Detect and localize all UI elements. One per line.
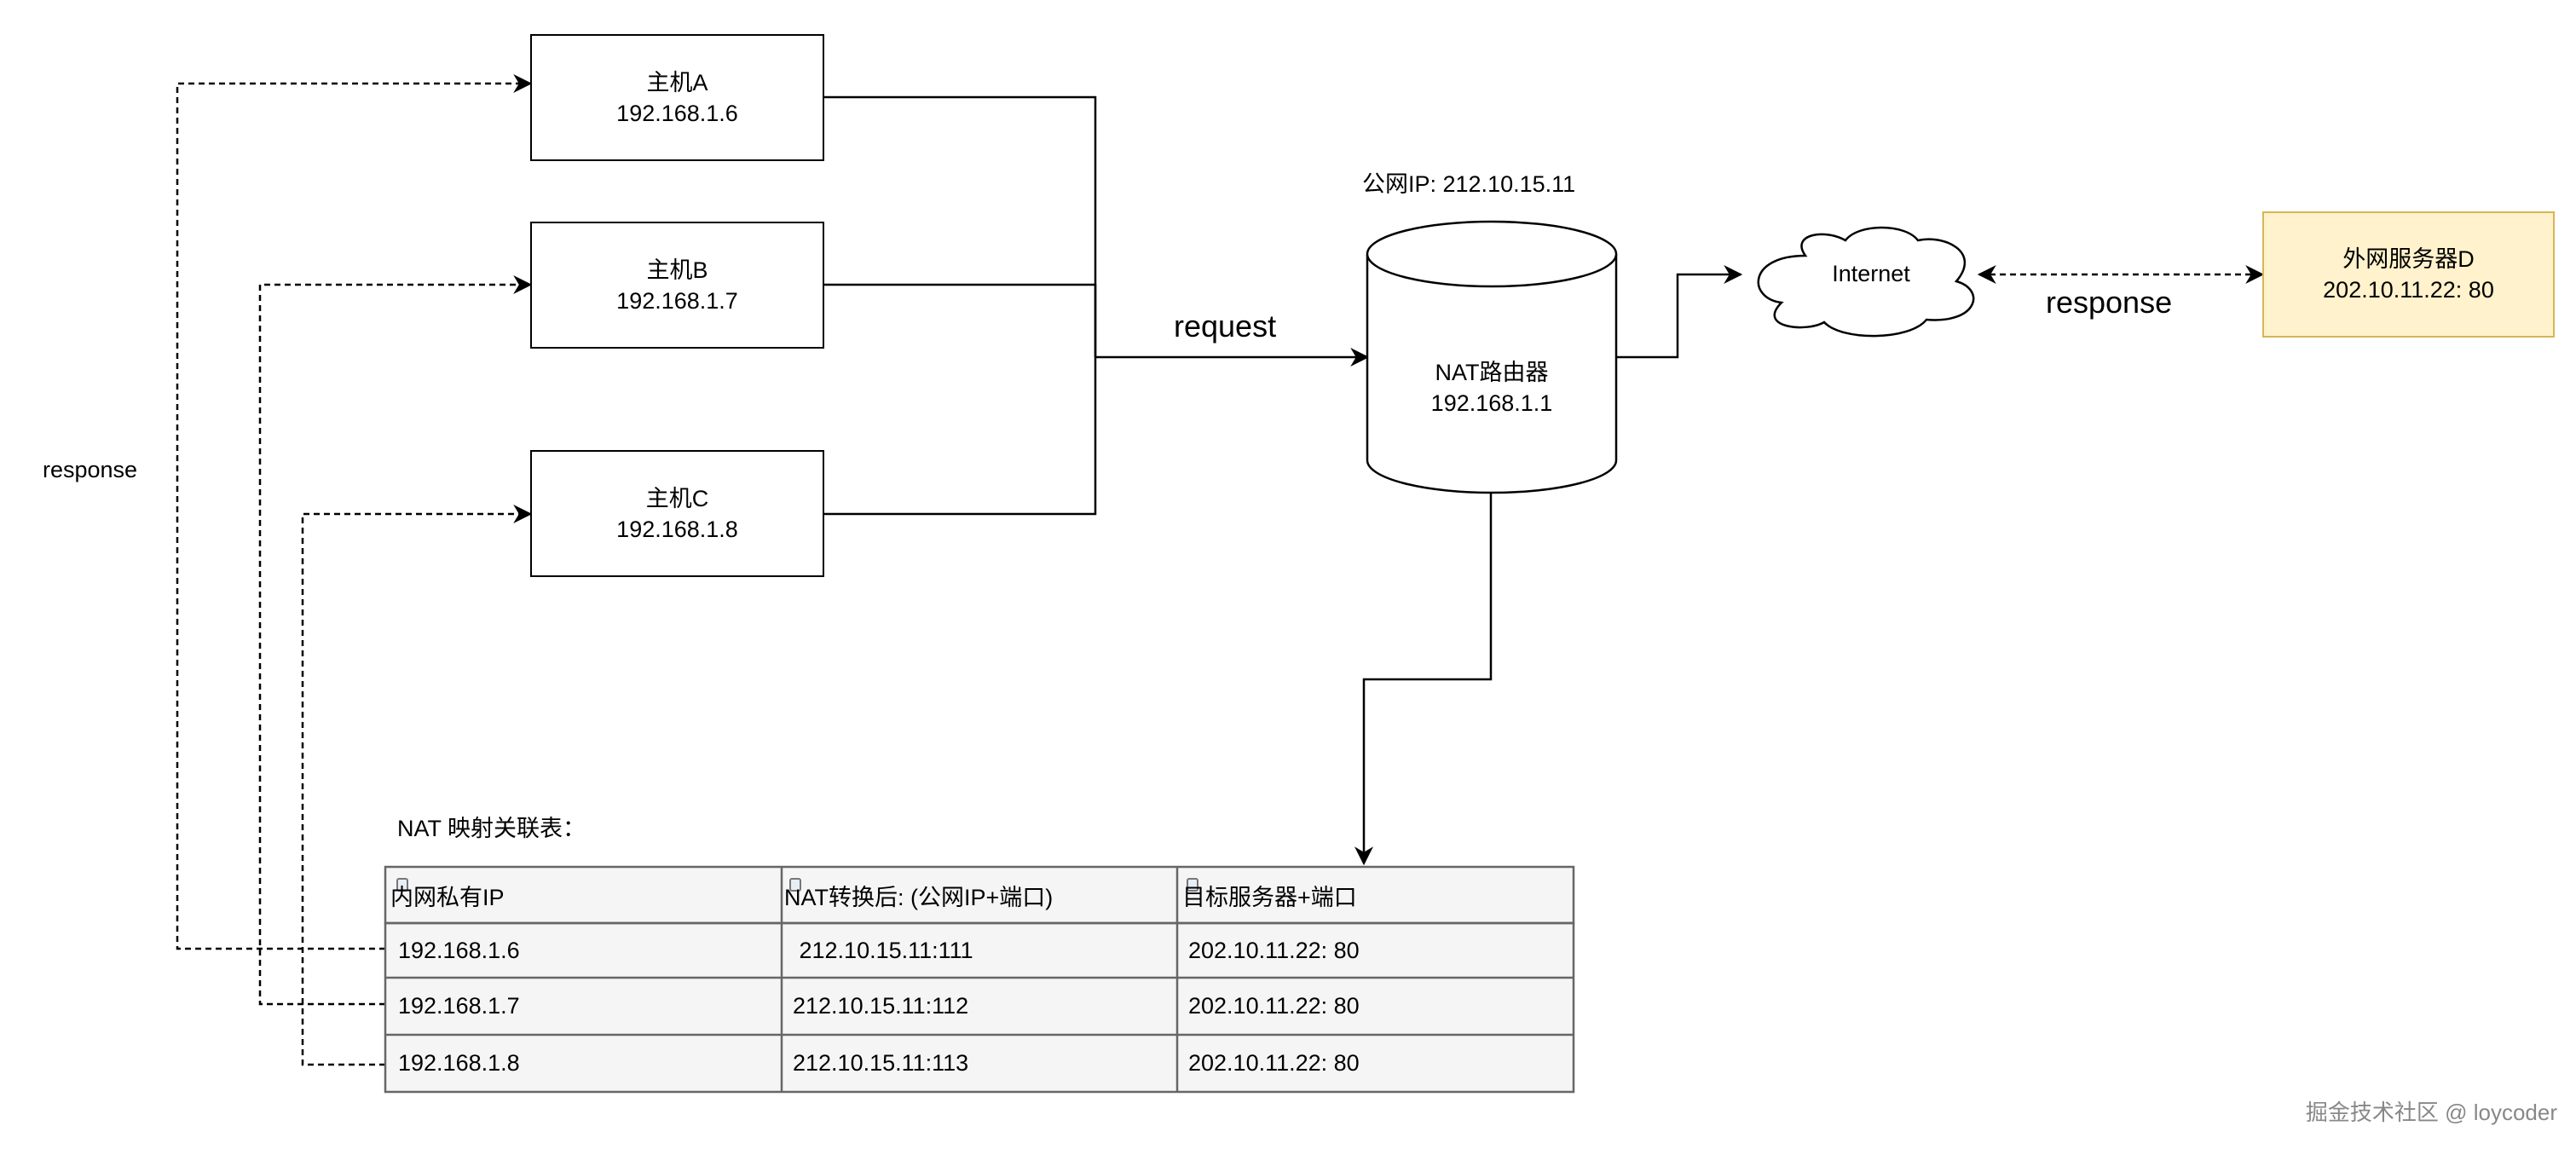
host-c-ip: 192.168.1.8 xyxy=(616,516,738,542)
host-a[interactable]: 主机A 192.168.1.6 xyxy=(530,34,824,161)
response-label-right: response xyxy=(2046,285,2173,320)
request-label: request xyxy=(1174,309,1277,344)
edge-response-row2-to-host-b xyxy=(258,275,533,1006)
external-server-d[interactable]: 外网服务器D 202.10.11.22: 80 xyxy=(2262,211,2555,338)
request-edges xyxy=(824,95,1743,866)
table-cell: 192.168.1.7 xyxy=(398,993,520,1019)
server-address: 202.10.11.22: 80 xyxy=(2323,277,2494,303)
header-cell-icon xyxy=(396,878,408,892)
server-name: 外网服务器D xyxy=(2342,246,2475,272)
table-cell: 212.10.15.11:112 xyxy=(793,993,969,1019)
host-b[interactable]: 主机B 192.168.1.7 xyxy=(530,222,824,349)
edge-host-b-to-router xyxy=(824,283,1097,357)
internet-cloud xyxy=(1757,226,1975,338)
table-cell: 202.10.11.22: 80 xyxy=(1188,1050,1360,1076)
nat-router-cylinder xyxy=(1366,220,1618,494)
response-edges xyxy=(176,74,2265,1066)
table-header-nat-translated: NAT转换后: (公网IP+端口) xyxy=(784,884,1054,910)
host-b-ip: 192.168.1.7 xyxy=(616,287,738,314)
host-a-ip: 192.168.1.6 xyxy=(616,100,738,126)
table-cell: 192.168.1.6 xyxy=(398,937,520,963)
edge-router-to-table xyxy=(1354,493,1493,866)
table-header-target-server: 目标服务器+端口 xyxy=(1182,884,1357,910)
router-label: NAT路由器 xyxy=(1435,360,1549,385)
table-cell: 202.10.11.22: 80 xyxy=(1188,993,1360,1019)
header-cell-icon xyxy=(789,878,801,892)
host-a-name: 主机A xyxy=(646,69,708,95)
edge-response-row1-to-host-a xyxy=(176,74,533,950)
response-label-left: response xyxy=(43,457,138,482)
host-b-name: 主机B xyxy=(646,257,708,283)
edge-response-row3-to-host-c xyxy=(301,505,533,1066)
host-c-name: 主机C xyxy=(645,485,709,511)
edge-host-c-to-router xyxy=(824,357,1097,516)
internet-label: Internet xyxy=(1832,261,1910,286)
host-c[interactable]: 主机C 192.168.1.8 xyxy=(530,450,824,577)
table-header-private-ip: 内网私有IP xyxy=(390,884,505,910)
router-ip: 192.168.1.1 xyxy=(1430,390,1553,416)
table-cell: 212.10.15.11:113 xyxy=(793,1050,969,1076)
header-cell-icon xyxy=(1187,878,1198,892)
nat-router[interactable]: NAT路由器 192.168.1.1 xyxy=(1367,341,1616,435)
table-cell: 192.168.1.8 xyxy=(398,1050,520,1076)
internet-node[interactable]: Internet xyxy=(1765,252,1978,295)
nat-table-grid xyxy=(384,865,1575,1094)
edge-router-to-internet xyxy=(1616,265,1743,359)
table-cell: 212.10.15.11:111 xyxy=(793,937,973,963)
table-cell: 202.10.11.22: 80 xyxy=(1188,937,1360,963)
edge-host-a-to-router xyxy=(824,95,1097,357)
public-ip-label: 公网IP: 212.10.15.11 xyxy=(1362,171,1576,197)
watermark: 掘金技术社区 @ loycoder xyxy=(2305,1100,2557,1125)
nat-table-title: NAT 映射关联表： xyxy=(397,816,586,841)
